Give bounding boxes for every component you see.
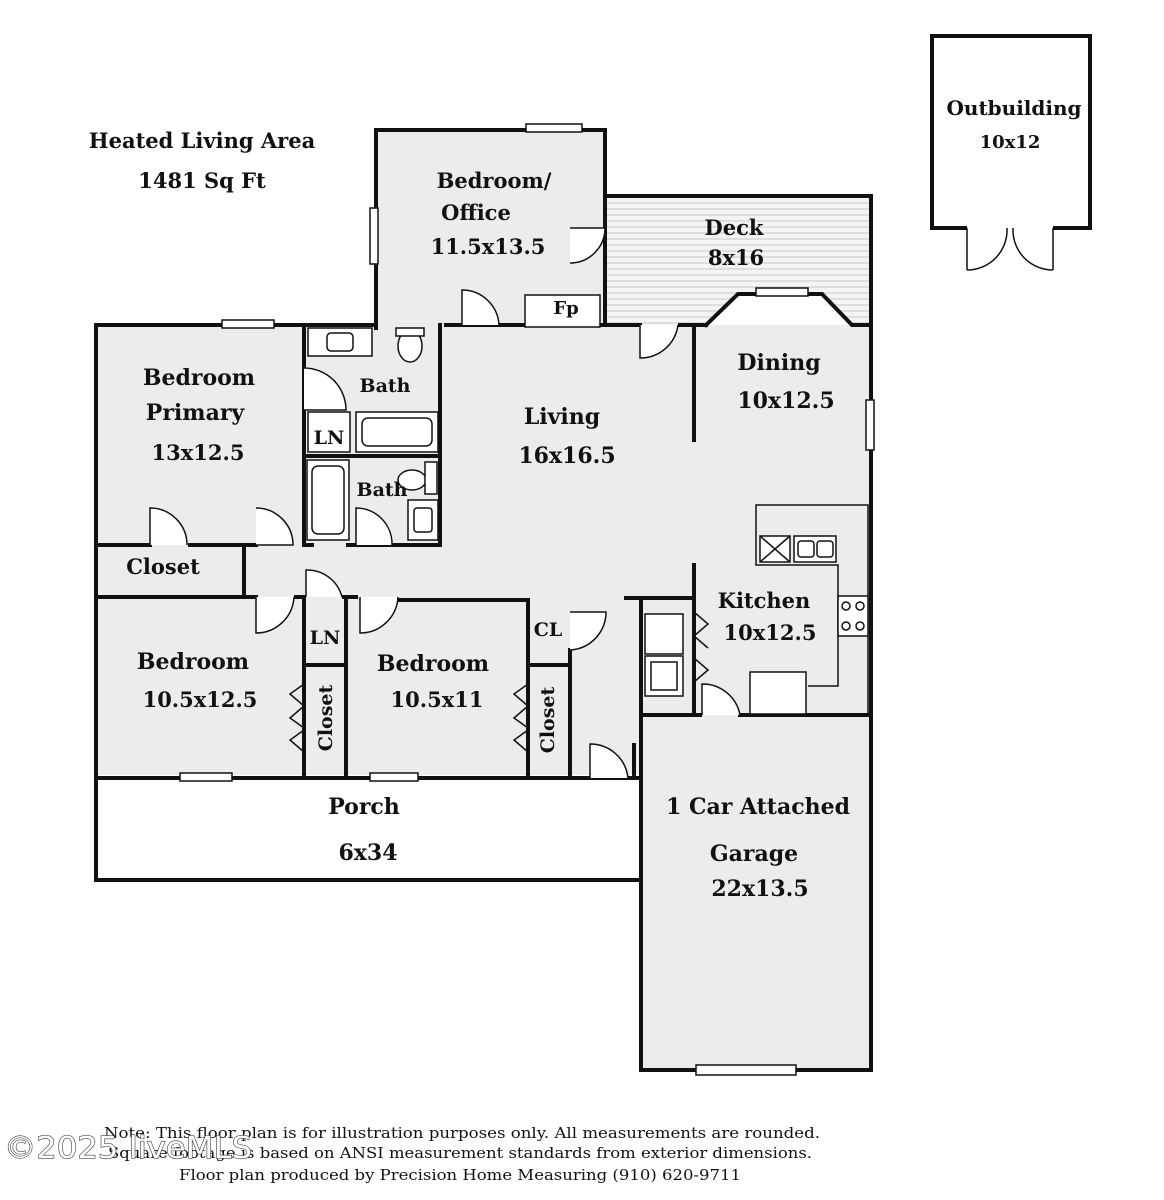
outbuilding-label: Outbuilding [946, 96, 1081, 120]
outbuilding-size: 10x12 [980, 132, 1041, 153]
primary-closet-label: Closet [126, 554, 200, 579]
dining-label: Dining [737, 350, 820, 376]
outbuilding [930, 34, 1092, 271]
labels: Heated Living Area 1481 Sq Ft Outbuildin… [89, 96, 1082, 902]
garage-label-2: Garage [710, 841, 798, 867]
office-size: 11.5x13.5 [431, 234, 546, 259]
linen-lower-label: LN [310, 627, 341, 649]
bedroom-left-label: Bedroom [137, 649, 249, 675]
porch-size: 6x34 [338, 840, 397, 866]
bath-lower-label: Bath [357, 479, 408, 501]
primary-size: 13x12.5 [152, 440, 245, 465]
garage-label-1: 1 Car Attached [666, 794, 850, 820]
bedroom-mid-label: Bedroom [377, 651, 489, 677]
cl-closet-label: CL [534, 619, 562, 641]
closet-mid-label: Closet [537, 686, 559, 753]
bath-upper-label: Bath [360, 375, 411, 397]
linen-upper-label: LN [314, 427, 345, 449]
doors [149, 227, 741, 779]
footer-note-3: Floor plan produced by Precision Home Me… [179, 1166, 741, 1184]
deck-size: 8x16 [708, 245, 764, 270]
porch-floor [96, 780, 641, 880]
footer-note-1: Note: This floor plan is for illustratio… [104, 1124, 820, 1142]
footer-notes: Note: This floor plan is for illustratio… [3, 1124, 820, 1184]
living-size: 16x16.5 [518, 443, 615, 469]
footer-note-2: Square footage is based on ANSI measurem… [108, 1144, 812, 1162]
kitchen-label: Kitchen [718, 588, 811, 613]
porch-label: Porch [328, 794, 400, 820]
office-label-2: Office [441, 200, 511, 225]
heated-area-sqft: 1481 Sq Ft [138, 168, 266, 193]
living-label: Living [524, 404, 600, 430]
primary-label-1: Bedroom [143, 365, 255, 391]
dining-size: 10x12.5 [737, 388, 834, 414]
bedroom-left-size: 10.5x12.5 [143, 687, 258, 712]
bedroom-mid-size: 10.5x11 [391, 687, 484, 712]
windows [179, 123, 875, 1076]
fixtures [306, 294, 869, 716]
deck-label: Deck [705, 215, 764, 240]
heated-area-title: Heated Living Area [89, 128, 316, 153]
fireplace-label: Fp [553, 298, 578, 319]
closet-left-label: Closet [315, 684, 337, 751]
bifold-doors [288, 611, 710, 753]
kitchen-size: 10x12.5 [724, 620, 817, 645]
watermark: ©2025 liveMLS [4, 1131, 252, 1166]
primary-label-2: Primary [146, 400, 246, 426]
garage-size: 22x13.5 [711, 876, 808, 902]
office-label-1: Bedroom/ [437, 168, 552, 193]
